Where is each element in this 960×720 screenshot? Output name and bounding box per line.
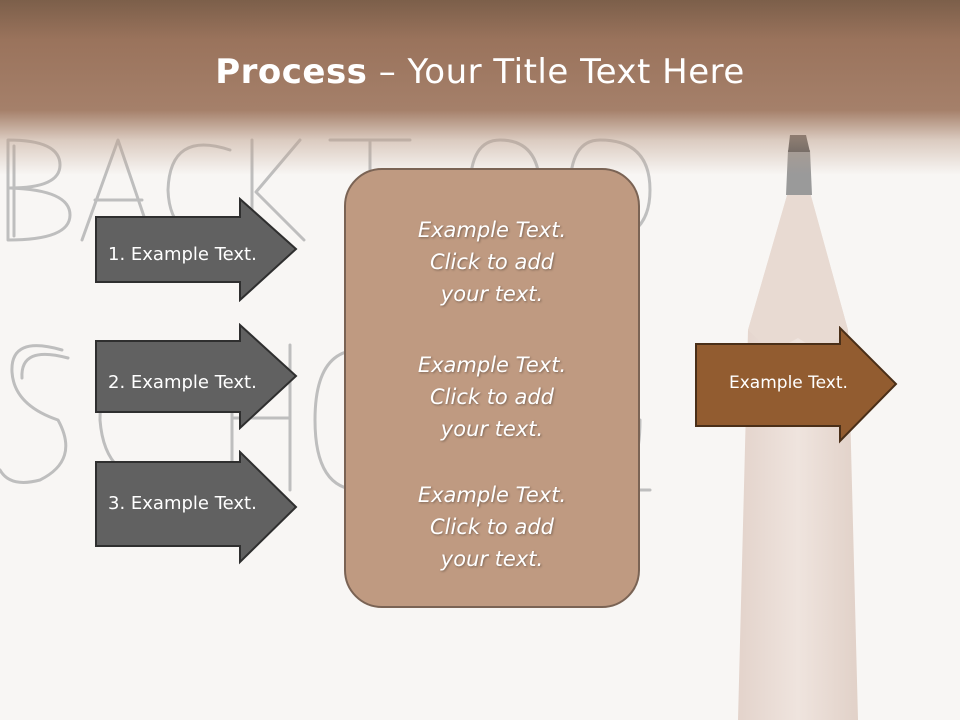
right-arrow-shape[interactable] [694, 326, 900, 444]
slide-title[interactable]: Process – Your Title Text Here [0, 52, 960, 92]
text-line: Click to add [429, 385, 554, 409]
text-line: Click to add [429, 515, 554, 539]
text-line: your text. [440, 547, 544, 571]
arrow-shape-2[interactable] [94, 323, 300, 430]
center-text-block-2: Example Text. Click to add your text. [346, 349, 638, 445]
center-text-block-1: Example Text. Click to add your text. [346, 214, 638, 310]
arrow-shape-3[interactable] [94, 450, 300, 565]
title-rest: – Your Title Text Here [367, 52, 745, 92]
center-text-box[interactable]: Example Text. Click to add your text. Ex… [344, 168, 640, 608]
center-text-block-3: Example Text. Click to add your text. [346, 479, 638, 575]
text-line: Example Text. [417, 218, 567, 242]
text-line: Example Text. [417, 353, 567, 377]
arrow-label-3: 3. Example Text. [108, 493, 257, 514]
right-arrow-label: Example Text. [729, 373, 848, 393]
text-line: your text. [440, 282, 544, 306]
arrow-label-1: 1. Example Text. [108, 244, 257, 265]
arrow-shape-1[interactable] [94, 197, 300, 302]
text-line: your text. [440, 417, 544, 441]
arrow-label-2: 2. Example Text. [108, 372, 257, 393]
text-line: Example Text. [417, 483, 567, 507]
text-line: Click to add [429, 250, 554, 274]
title-bar [0, 0, 960, 175]
title-bold: Process [215, 52, 368, 92]
